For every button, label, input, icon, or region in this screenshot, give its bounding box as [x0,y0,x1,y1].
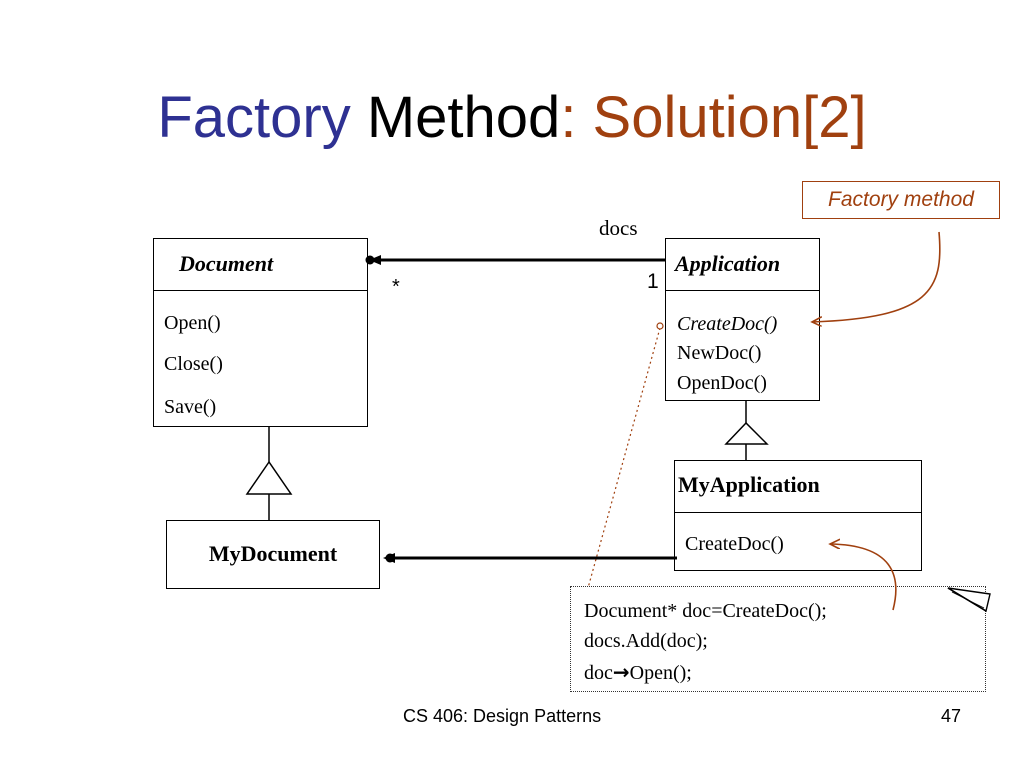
mydocument-class: MyDocument [166,520,380,589]
note-anchor-circle [656,322,664,330]
note-line-3-suffix: Open(); [629,662,692,684]
footer-course: CS 406: Design Patterns [403,706,602,726]
document-class: Document [153,238,368,427]
footer-page-number: 47 [941,706,962,726]
creates-mydocument-dot [385,553,395,563]
application-class: Application [665,238,820,401]
application-op-opendoc: OpenDoc() [677,372,767,394]
factory-method-callout: Factory method [802,181,1000,219]
note-line-3-prefix: doc [584,662,613,684]
note-anchor-dotted-line [587,327,661,589]
document-op-open: Open() [164,312,221,334]
association-role-docs: docs [599,216,638,240]
application-inheritance-triangle [724,421,769,445]
title-method: Method [366,85,561,150]
note-line-2: docs.Add(doc); [584,630,708,652]
association-docs-arrowhead [369,255,381,265]
multiplicity-many: * [392,276,400,298]
document-inheritance-triangle [245,460,293,495]
multiplicity-one: 1 [647,270,659,293]
note-line-3: doc→Open(); [584,660,692,685]
note-fold-icon [947,587,991,613]
application-op-newdoc: NewDoc() [677,342,762,364]
callout-pointer-curve [812,231,941,322]
title-solution: : Solution[2] [560,85,867,150]
association-docs-dot [365,255,375,265]
myapplication-class-name: MyApplication [675,461,921,513]
document-class-name: Document [154,239,367,291]
application-op-createdoc: CreateDoc() [677,313,778,335]
myapplication-op-createdoc: CreateDoc() [685,533,784,555]
title-factory: Factory [157,85,351,150]
slide-title: Factory Method: Solution[2] [0,78,1024,158]
note-arrow-glyph: → [612,660,630,684]
document-op-save: Save() [164,396,217,418]
document-op-close: Close() [164,353,223,375]
application-class-name: Application [666,239,819,291]
myapplication-class: MyApplication [674,460,922,571]
mydocument-class-name: MyDocument [208,541,338,566]
code-note: Document* doc=CreateDoc(); docs.Add(doc)… [570,586,986,692]
note-line-1: Document* doc=CreateDoc(); [584,600,827,622]
note-pointer-curve [830,544,897,611]
